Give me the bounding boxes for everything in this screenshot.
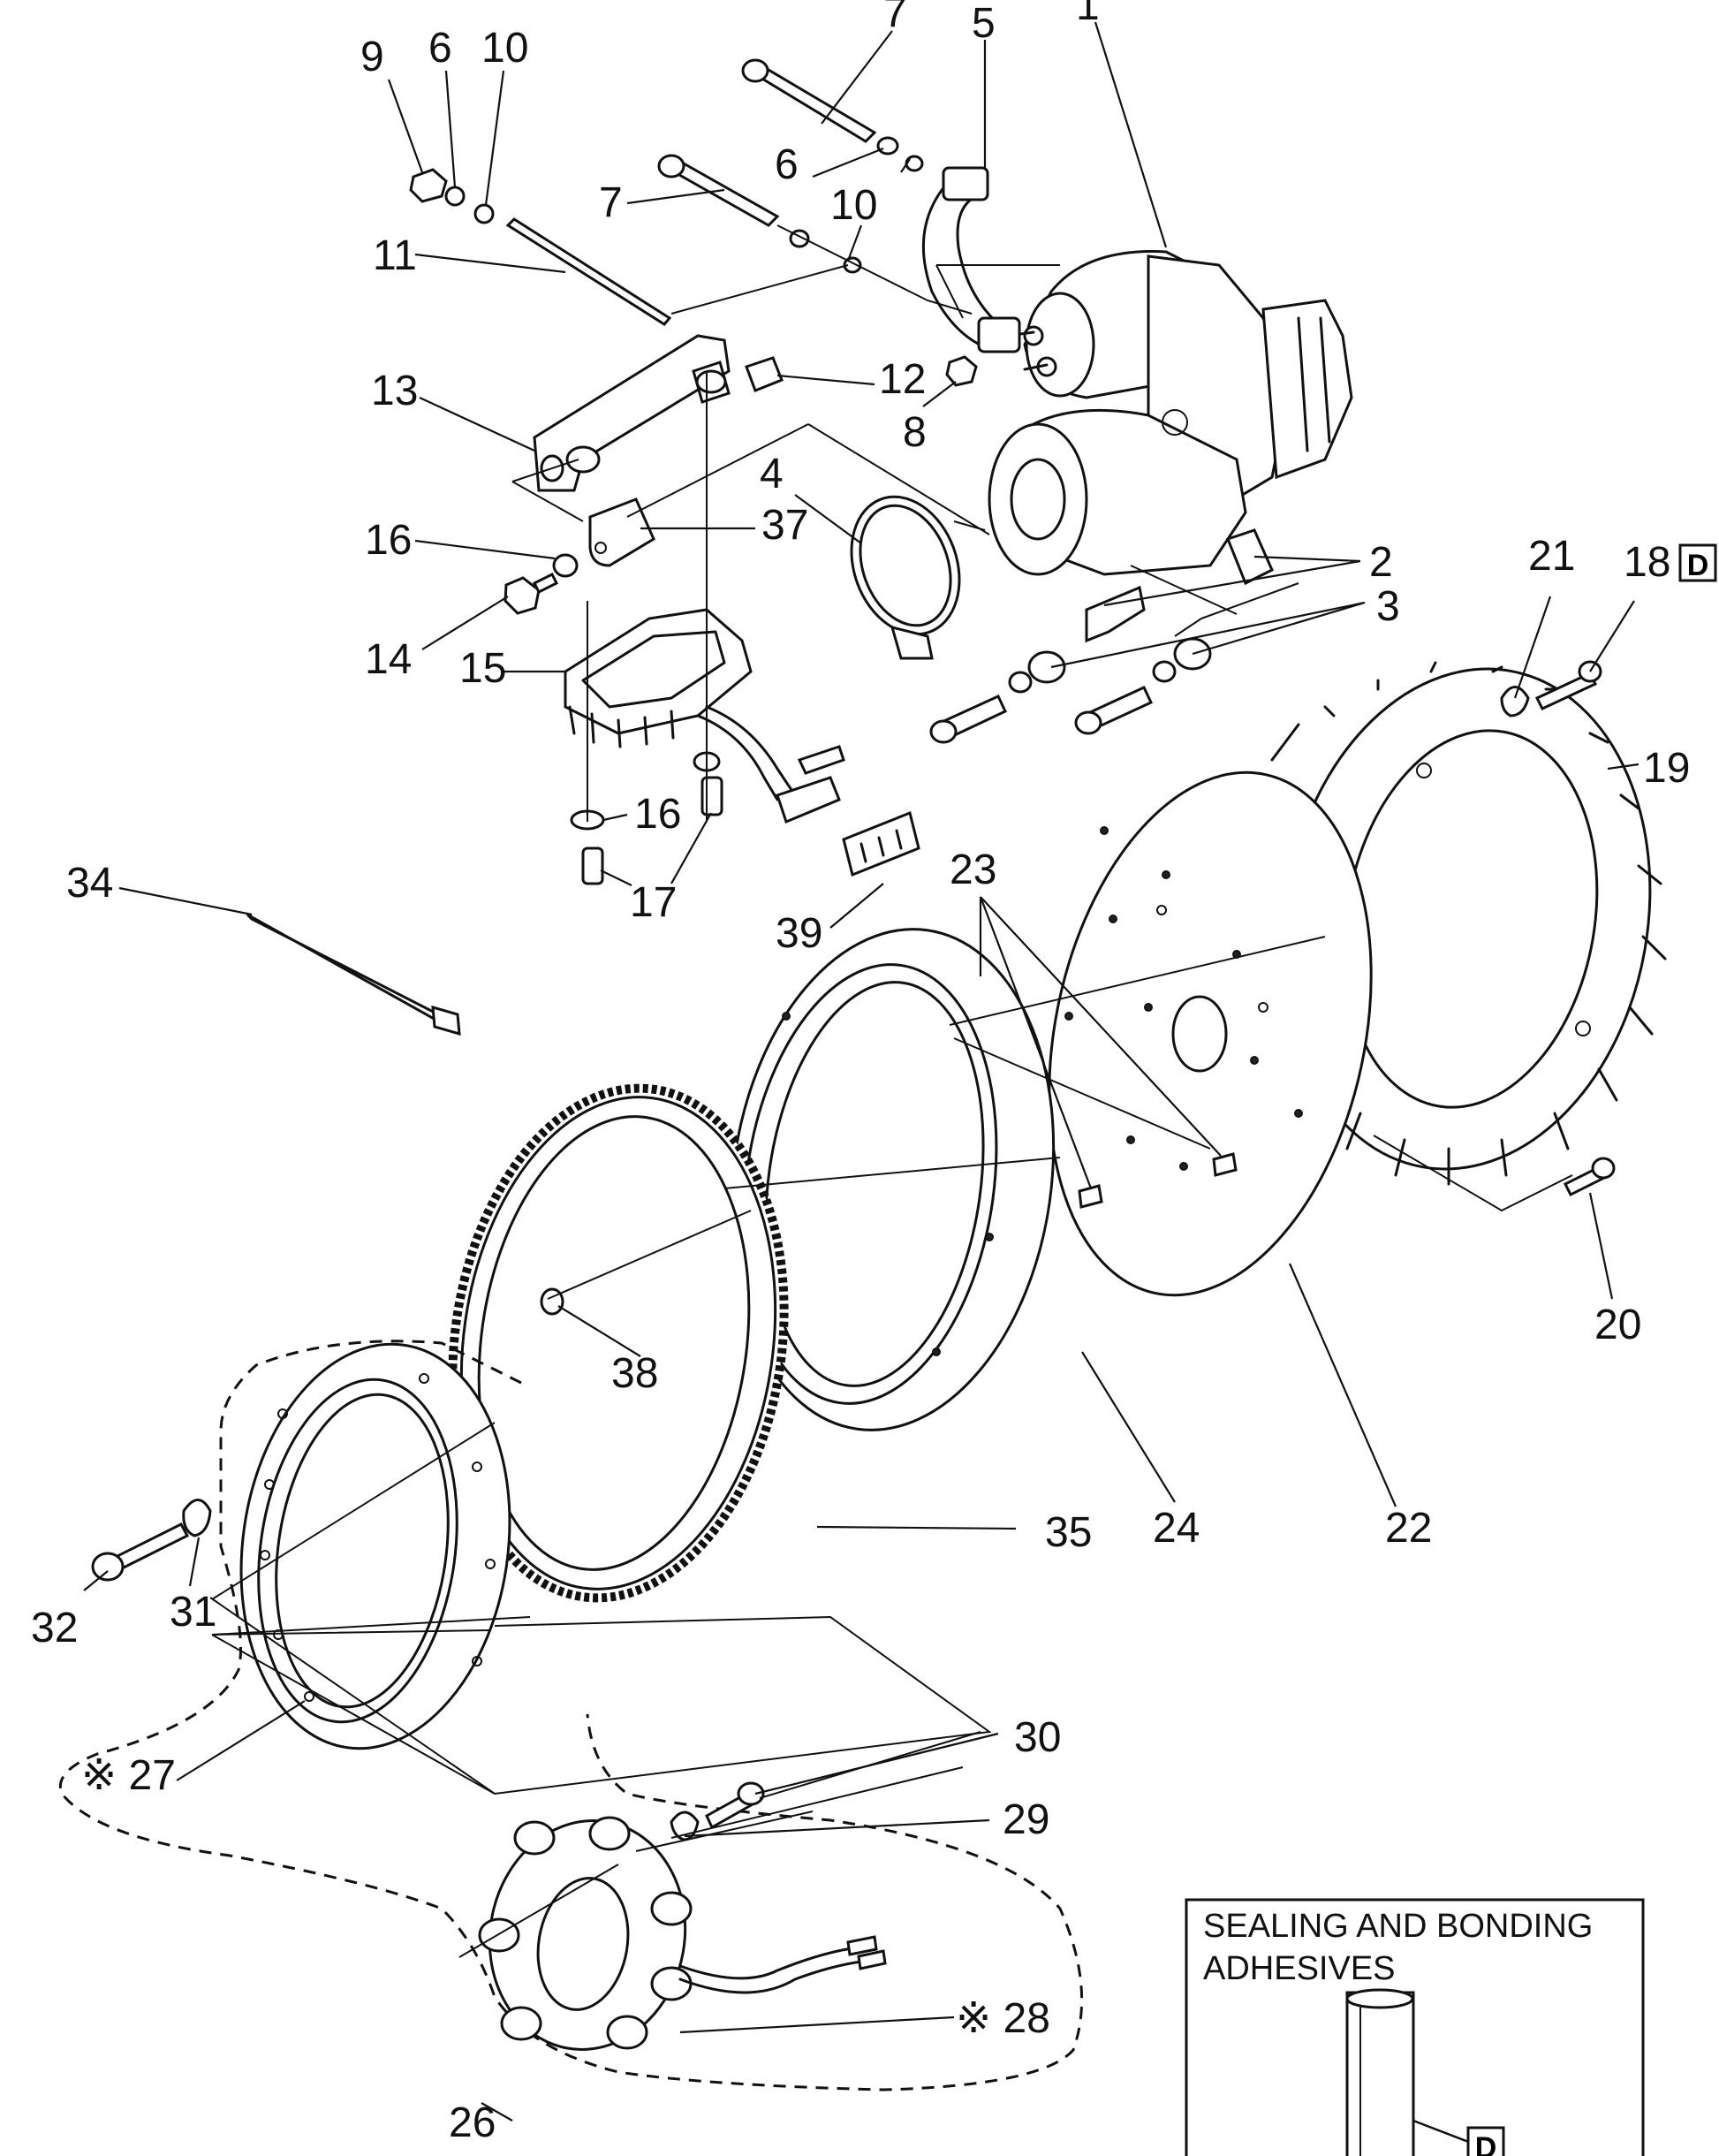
- rotor-ring: [729, 928, 1056, 1431]
- callout-8: 8: [903, 409, 927, 456]
- callout-15: 15: [459, 645, 506, 692]
- callout-12: 12: [879, 356, 926, 403]
- callout-16-lower: 16: [634, 791, 681, 838]
- long-bolt-upper: [741, 58, 877, 143]
- callout-22: 22: [1385, 1505, 1432, 1552]
- callout-2: 2: [1369, 539, 1393, 586]
- stator-coil: [478, 1816, 887, 2051]
- callout-5: 5: [972, 0, 996, 47]
- tube-code: D: [1475, 2131, 1497, 2156]
- callout-17: 17: [630, 879, 677, 926]
- callout-21: 21: [1528, 533, 1575, 580]
- callout-7-mid: 7: [599, 179, 623, 226]
- callout-11: 11: [373, 232, 417, 279]
- callout-4: 4: [760, 451, 784, 497]
- callout-38: 38: [611, 1350, 658, 1397]
- callout-18: 18: [1624, 539, 1670, 586]
- leader-lines: [83, 21, 1639, 2122]
- callout-32: 32: [31, 1605, 78, 1651]
- washers-and-bolts: [929, 637, 1212, 744]
- callout-27: ※ 27: [81, 1752, 176, 1799]
- washer: [552, 553, 579, 578]
- hex-bolt: [504, 572, 559, 615]
- edge-code-box: D: [1678, 543, 1717, 582]
- assembly-boundary: [59, 1340, 1084, 2091]
- legend-title-line1: SEALING AND BONDING: [1203, 1908, 1593, 1945]
- nut: [945, 355, 978, 387]
- callout-13: 13: [371, 368, 418, 414]
- edge-code: D: [1687, 549, 1709, 582]
- callout-34: 34: [66, 860, 113, 907]
- legend-title-line2: ADHESIVES: [1203, 1950, 1396, 1987]
- callout-19: 19: [1643, 745, 1690, 792]
- callout-29: 29: [1003, 1796, 1049, 1843]
- callout-26: 26: [449, 2099, 496, 2146]
- callout-labels: 7 5 1 9 6 10 6 7 10 11 13 12 8 4 37 16 2…: [31, 0, 1690, 2146]
- callout-6-mid: 6: [775, 141, 799, 188]
- callout-39: 39: [776, 910, 822, 957]
- stator-fasteners: [670, 1781, 765, 1841]
- starter-motor: [988, 250, 1353, 576]
- callout-7-top: 7: [883, 0, 907, 36]
- cooling-fan: [1253, 661, 1667, 1186]
- callout-31: 31: [170, 1589, 216, 1636]
- cable-tie: [246, 913, 461, 1036]
- long-bolt-lower: [657, 154, 780, 227]
- voltage-regulator: [564, 608, 920, 877]
- stator-housing: [239, 1342, 511, 1750]
- callout-37: 37: [761, 502, 808, 549]
- callout-14: 14: [365, 636, 412, 683]
- sealing-adhesives-box: SEALING AND BONDING ADHESIVES D: [1185, 1898, 1645, 2156]
- callout-1: 1: [1076, 0, 1100, 29]
- assembly-guide-lines: [209, 224, 1573, 1958]
- regulator-bracket: [533, 334, 731, 492]
- housing-bolt: [91, 1499, 212, 1582]
- callout-24: 24: [1153, 1505, 1200, 1552]
- tube-code-badge: [1466, 2126, 1505, 2156]
- callout-30: 30: [1014, 1714, 1061, 1761]
- callout-6-top: 6: [428, 25, 452, 72]
- callout-9: 9: [360, 34, 384, 80]
- adhesive-tube-icon: [1345, 1988, 1415, 2156]
- spacer: [745, 356, 784, 392]
- fan-fasteners: [1500, 660, 1616, 1197]
- callout-23: 23: [950, 846, 996, 893]
- threaded-rod: [505, 217, 672, 326]
- callout-35: 35: [1045, 1509, 1092, 1556]
- callout-10-top: 10: [481, 25, 528, 72]
- callout-20: 20: [1594, 1302, 1641, 1348]
- flywheel-plate: [1048, 771, 1373, 1297]
- callout-10-mid: 10: [830, 182, 877, 229]
- mounting-bracket: [921, 166, 1021, 353]
- callout-3: 3: [1376, 583, 1400, 630]
- callout-16-upper: 16: [365, 517, 412, 564]
- callout-28: ※ 28: [956, 1995, 1050, 2042]
- nut-and-washers-left: [409, 168, 495, 224]
- hose-clamp: [850, 495, 961, 660]
